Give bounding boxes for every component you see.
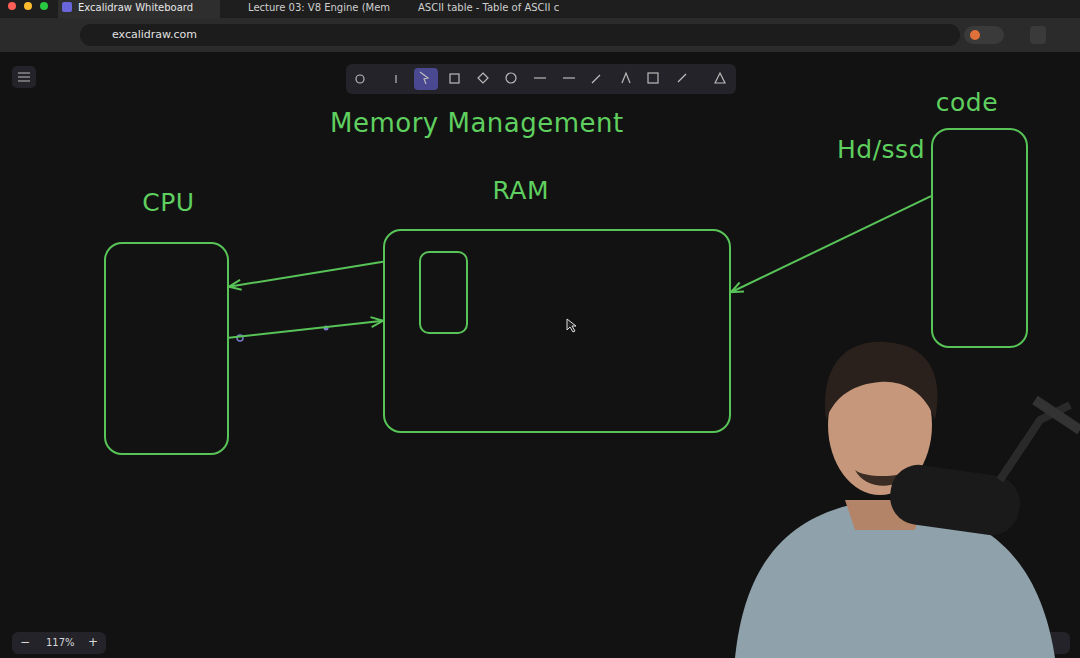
chrome-label: Lecture 03: V8 Engine (Mem — [248, 2, 390, 13]
arrow-connector — [229, 321, 383, 338]
node-heading: code — [936, 88, 998, 117]
diagram-title: Memory Management — [330, 108, 624, 138]
chrome-label: ASCII table - Table of ASCII c — [418, 2, 559, 13]
chrome-label: Excalidraw Whiteboard — [78, 2, 193, 13]
chrome-label: 117% — [46, 637, 75, 648]
process-box: codeHd/ssd — [931, 128, 1028, 348]
node-heading: RAM — [492, 176, 549, 205]
presenter — [735, 342, 1080, 658]
arrow-connector — [731, 196, 931, 292]
process-box: CPU — [104, 242, 229, 455]
chrome-label: − — [20, 635, 30, 649]
process-box: RAM — [383, 229, 731, 433]
chrome-label: excalidraw.com — [112, 28, 197, 41]
node-label: Hd/ssd — [837, 135, 925, 164]
chrome-label: + — [88, 635, 98, 649]
memory-cell — [420, 252, 467, 333]
node-heading: CPU — [142, 188, 194, 217]
arrow-connector — [229, 262, 383, 287]
